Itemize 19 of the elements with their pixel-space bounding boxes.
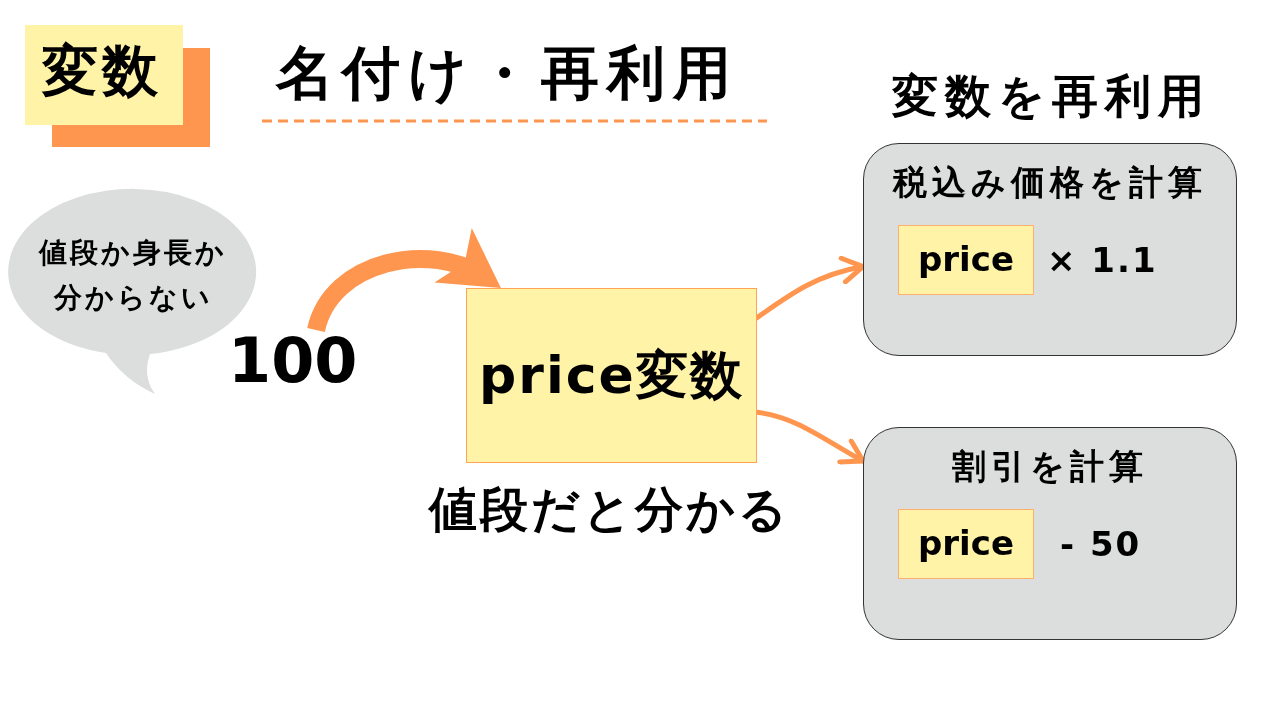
calculation-panel xyxy=(863,427,1237,640)
variable-box xyxy=(466,288,757,463)
variable-name: price変数 xyxy=(479,346,744,406)
panel-heading: 税込み価格を計算 xyxy=(893,163,1207,203)
panel-heading: 割引を計算 xyxy=(952,447,1148,487)
value-text: 100 xyxy=(228,330,358,392)
variable-name: price xyxy=(918,524,1014,564)
title-text: 名付け・再利用 xyxy=(275,40,739,107)
title-badge xyxy=(25,25,210,147)
variable-chip xyxy=(898,509,1034,579)
badge-text: 変数 xyxy=(42,39,162,104)
formula-text: - 50 xyxy=(1060,525,1142,565)
variable-chip xyxy=(898,225,1034,295)
caption-text: 値段だと分かる xyxy=(428,482,790,538)
variable-name: price xyxy=(918,240,1014,280)
calculation-panel xyxy=(863,143,1237,356)
formula-text: × 1.1 xyxy=(1047,241,1158,281)
bubble-text: 値段か身長か分からない xyxy=(38,235,228,316)
section-heading: 変数を再利用 xyxy=(891,70,1211,123)
